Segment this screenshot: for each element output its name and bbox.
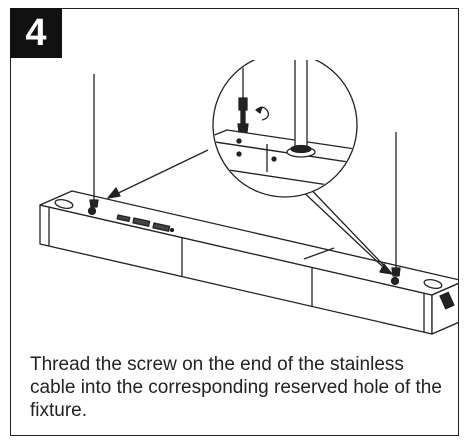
- step-frame: [10, 8, 459, 436]
- installation-illustration: [39, 60, 458, 335]
- step-number-badge: 4: [10, 8, 62, 58]
- fixture-top-face: [39, 190, 458, 296]
- instruction-caption: Thread the screw on the end of the stain…: [30, 354, 442, 421]
